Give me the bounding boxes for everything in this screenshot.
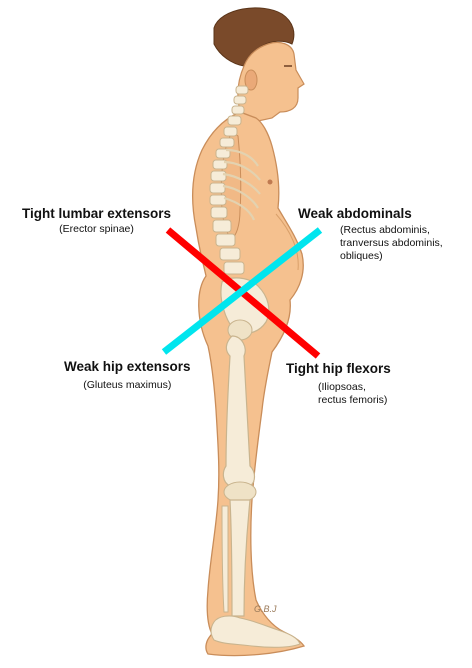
weak-abdominals-detail-line: obliques) xyxy=(340,250,383,262)
weak-abdominals-detail-line: tranversus abdominis, xyxy=(340,237,443,249)
nipple-shape xyxy=(267,179,273,185)
foot-bones xyxy=(210,615,301,648)
weak-abdominals-detail: (Rectus abdominis, tranversus abdominis,… xyxy=(340,224,443,263)
weak-hip-extensors-detail-line: (Gluteus maximus) xyxy=(83,379,172,391)
weak-hip-extensors-detail: (Gluteus maximus) xyxy=(64,379,191,392)
tibia-bone xyxy=(229,499,251,617)
weak-abdominals-detail-line: (Rectus abdominis, xyxy=(340,224,430,236)
artist-signature: G.B.J xyxy=(254,604,277,614)
fibula-bone xyxy=(221,505,229,613)
body-silhouette xyxy=(192,111,306,657)
weak-muscles-line xyxy=(161,227,323,355)
tight-hip-flexors-title: Tight hip flexors xyxy=(286,361,391,376)
hair-shape xyxy=(213,7,295,67)
label-weak-abdominals: Weak abdominals (Rectus abdominis, tranv… xyxy=(298,206,443,263)
label-tight-hip-flexors: Tight hip flexors (Iliopsoas, rectus fem… xyxy=(286,361,391,407)
tight-hip-flexors-detail: (Iliopsoas, rectus femoris) xyxy=(318,381,391,407)
tight-lumbar-title: Tight lumbar extensors xyxy=(22,206,172,221)
ribs xyxy=(222,148,261,221)
abdomen-line xyxy=(275,213,299,271)
label-tight-lumbar-extensors: Tight lumbar extensors (Erector spinae) xyxy=(22,206,171,236)
tight-hip-flexors-detail-line: rectus femoris) xyxy=(318,394,388,406)
pelvis-bone xyxy=(220,277,270,334)
spine xyxy=(209,85,249,275)
tight-lumbar-detail-line: (Erector spinae) xyxy=(59,223,134,235)
tight-hip-flexors-detail-line: (Iliopsoas, xyxy=(318,381,366,393)
weak-abdominals-title: Weak abdominals xyxy=(298,206,412,221)
weak-hip-extensors-title: Weak hip extensors xyxy=(64,359,191,374)
tight-lumbar-detail: (Erector spinae) xyxy=(22,223,171,236)
ear-shape xyxy=(244,69,258,91)
label-weak-hip-extensors: Weak hip extensors (Gluteus maximus) xyxy=(64,359,191,392)
